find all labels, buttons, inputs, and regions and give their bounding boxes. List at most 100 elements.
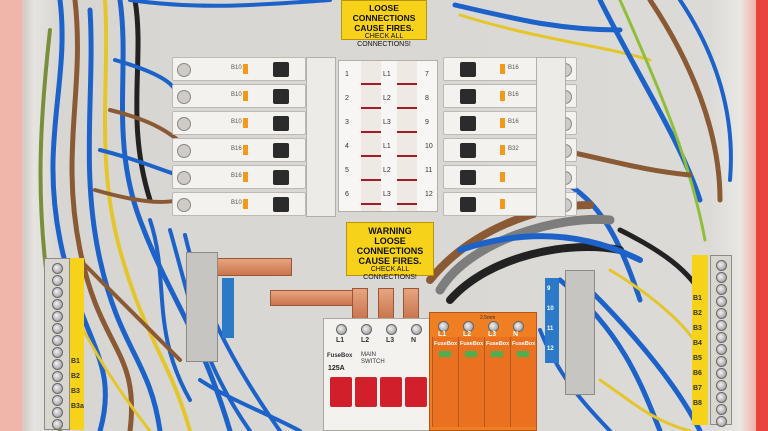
left-earth-screw — [52, 335, 63, 346]
main-switch-label2: SWITCH — [361, 359, 385, 365]
right-terminal-tag: B6 — [693, 370, 702, 377]
right-earth-screw — [716, 368, 727, 379]
copper-link-2 — [378, 288, 394, 320]
spd-status-window — [517, 351, 529, 357]
left-rcbo-6[interactable]: B10 — [172, 192, 306, 216]
right-rcbo-code: B32 — [508, 146, 519, 152]
left-rcbo-2[interactable]: B10 — [172, 84, 306, 108]
left-neutral-blue-label — [222, 278, 234, 338]
busbar-column-a — [361, 61, 381, 211]
spd-module: FuseBox — [458, 337, 484, 427]
main-switch-lever-2[interactable] — [355, 377, 377, 407]
left-earth-screw — [52, 383, 63, 394]
right-terminal-tag: B4 — [693, 340, 702, 347]
main-switch-phase-label: L1 — [336, 337, 345, 344]
right-rcbo-toggle[interactable] — [460, 143, 476, 158]
main-switch-phase-label: L2 — [361, 337, 370, 344]
left-rcbo-screw — [177, 198, 191, 212]
left-rcbo-5[interactable]: B16 — [172, 165, 306, 189]
right-earth-screw — [716, 404, 727, 415]
left-earth-screw — [52, 311, 63, 322]
busbar-phase-label: L2 — [383, 167, 391, 174]
left-rcbo-toggle[interactable] — [273, 62, 289, 77]
warning-mid-line3: CHECK ALL — [370, 266, 410, 273]
main-switch-label: MAIN SWITCH — [361, 352, 385, 366]
left-earth-screw — [52, 299, 63, 310]
right-rcbo-code: B16 — [508, 65, 519, 71]
main-switch-lever-1[interactable] — [330, 377, 352, 407]
right-earth-screw — [716, 416, 727, 427]
left-rcbo-toggle[interactable] — [273, 143, 289, 158]
warning-top-line1: LOOSE CONNECTIONS — [352, 3, 416, 23]
warning-label-middle: WARNING LOOSE CONNECTIONS CAUSE FIRES. C… — [346, 222, 434, 281]
right-earth-screw — [716, 332, 727, 343]
left-earth-screw — [52, 275, 63, 286]
spd-module-brand: FuseBox — [434, 341, 458, 347]
spd-phase-label: L3 — [488, 331, 497, 338]
spd-module-brand: FuseBox — [512, 341, 536, 347]
left-rcbo-code: B16 — [231, 146, 242, 152]
right-rcbo-toggle[interactable] — [460, 170, 476, 185]
left-rcbo-1[interactable]: B10 — [172, 57, 306, 81]
busbar-phase-label: L3 — [383, 119, 391, 126]
left-rcbo-toggle[interactable] — [273, 197, 289, 212]
right-rcbo-code: B16 — [508, 92, 519, 98]
right-rcbo-toggle[interactable] — [460, 89, 476, 104]
spd-status-window — [439, 351, 451, 357]
right-earth-screw — [716, 320, 727, 331]
left-earth-screw — [52, 323, 63, 334]
right-earth-bar — [710, 255, 732, 427]
spd-screw — [488, 321, 499, 332]
right-earth-screw — [716, 308, 727, 319]
right-rcbo-toggle[interactable] — [460, 116, 476, 131]
left-terminal-tag: B3a — [71, 403, 84, 410]
spd-screw — [438, 321, 449, 332]
wall-left — [0, 0, 22, 431]
spd-phase-label: L2 — [463, 331, 472, 338]
spd-module-brand: FuseBox — [486, 341, 510, 347]
left-rcbo-terminals — [306, 57, 336, 217]
right-neutral-bar — [565, 270, 595, 395]
left-earth-bar — [44, 258, 70, 430]
busbar-number-right: 9 — [425, 119, 429, 126]
right-earth-screw — [716, 392, 727, 403]
left-rcbo-3[interactable]: B10 — [172, 111, 306, 135]
left-rcbo-toggle[interactable] — [273, 89, 289, 104]
left-rcbo-code: B16 — [231, 173, 242, 179]
left-terminal-tag: B2 — [71, 373, 80, 380]
left-rcbo-toggle[interactable] — [273, 116, 289, 131]
warning-label-top: LOOSE CONNECTIONS CAUSE FIRES. CHECK ALL… — [341, 0, 427, 48]
spd-module: FuseBox — [484, 337, 510, 427]
left-earth-screw — [52, 419, 63, 430]
left-rcbo-toggle[interactable] — [273, 170, 289, 185]
blue-number: 12 — [547, 346, 554, 352]
busbar-number-right: 7 — [425, 71, 429, 78]
right-rcbo-toggle[interactable] — [460, 197, 476, 212]
right-earth-screw — [716, 272, 727, 283]
right-rcbo-test-tab — [500, 145, 505, 155]
main-switch-lever-3[interactable] — [380, 377, 402, 407]
spd-screw — [463, 321, 474, 332]
right-rcbo-code: B16 — [508, 119, 519, 125]
left-rcbo-screw — [177, 90, 191, 104]
blue-number: 10 — [547, 306, 554, 312]
spd-status-window — [491, 351, 503, 357]
right-rcbo-toggle[interactable] — [460, 62, 476, 77]
left-rcbo-4[interactable]: B16 — [172, 138, 306, 162]
busbar-number-right: 11 — [425, 167, 433, 174]
right-earth-screw — [716, 260, 727, 271]
right-terminal-tag: B1 — [693, 295, 702, 302]
busbar-column-b — [397, 61, 417, 211]
spd-top-text: 2.5mm — [480, 315, 496, 321]
warning-mid-title: WARNING — [368, 226, 412, 236]
warning-mid-line1: LOOSE CONNECTIONS — [356, 236, 424, 256]
left-rcbo-test-tab — [243, 118, 248, 128]
main-switch-lever-4[interactable] — [405, 377, 427, 407]
